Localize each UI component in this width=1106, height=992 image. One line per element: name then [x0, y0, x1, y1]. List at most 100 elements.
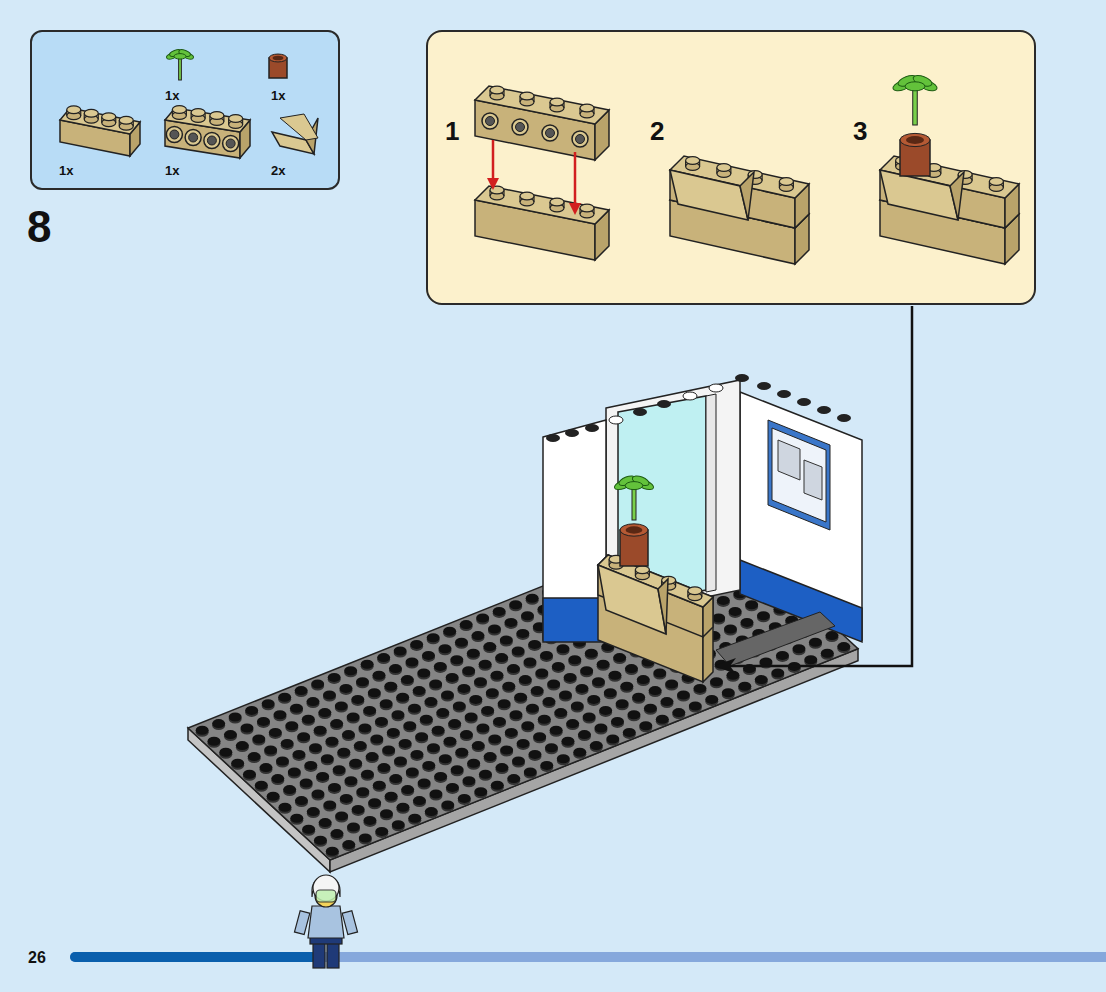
stud — [229, 115, 243, 123]
stud — [196, 726, 209, 735]
stud — [538, 715, 551, 724]
stud — [493, 607, 506, 616]
flower-pot — [626, 526, 643, 533]
part-count: 1x — [165, 164, 179, 177]
stud — [401, 675, 414, 684]
stud — [809, 638, 822, 647]
stud — [554, 708, 567, 717]
stud — [396, 693, 409, 702]
stud — [432, 726, 445, 735]
stud — [738, 682, 751, 691]
stud — [519, 675, 532, 684]
stud — [273, 710, 286, 719]
stud — [488, 735, 501, 744]
slope-face — [670, 170, 748, 220]
plant-leaf — [174, 54, 186, 60]
stud — [281, 739, 294, 748]
stud — [531, 686, 544, 695]
stud — [271, 774, 284, 783]
stud — [689, 702, 702, 711]
stud — [323, 691, 336, 700]
stud — [236, 741, 249, 750]
stud — [443, 737, 456, 746]
side-stud — [166, 127, 182, 143]
stud — [611, 717, 624, 726]
stud — [722, 688, 735, 697]
stud — [585, 649, 598, 658]
stud — [523, 658, 536, 667]
stud — [712, 614, 725, 623]
page-number: 26 — [28, 950, 46, 966]
stud — [512, 647, 525, 656]
stud — [757, 611, 770, 620]
stud — [705, 695, 718, 704]
stud — [561, 737, 574, 746]
stud — [413, 686, 426, 695]
stud — [389, 774, 402, 783]
stud — [779, 178, 793, 186]
stud — [745, 600, 758, 609]
stud — [665, 680, 678, 689]
stud — [462, 776, 475, 785]
stud — [408, 704, 421, 713]
stud — [491, 781, 504, 790]
stud — [358, 724, 371, 733]
stud — [304, 761, 317, 770]
stud — [557, 754, 570, 763]
stud — [467, 759, 480, 768]
stud — [387, 728, 400, 737]
stud — [429, 790, 442, 799]
stud — [420, 715, 433, 724]
stud — [580, 104, 594, 112]
stud — [583, 713, 596, 722]
stud — [366, 752, 379, 761]
stud — [451, 765, 464, 774]
stud — [542, 697, 555, 706]
stud — [460, 730, 473, 739]
side-stud — [546, 129, 555, 138]
stud — [245, 706, 258, 715]
stud — [410, 750, 423, 759]
stud — [620, 682, 633, 691]
stud — [493, 717, 506, 726]
stud — [328, 783, 341, 792]
stud — [262, 699, 275, 708]
stud — [347, 713, 360, 722]
stud — [363, 706, 376, 715]
stud — [290, 704, 303, 713]
stud — [434, 772, 447, 781]
stud — [616, 699, 629, 708]
stud — [425, 807, 438, 816]
stud — [580, 204, 594, 212]
stud — [391, 710, 404, 719]
stud — [377, 653, 390, 662]
stud — [653, 669, 666, 678]
stud — [552, 662, 565, 671]
stud — [314, 726, 327, 735]
stud — [989, 178, 1003, 186]
stud — [453, 702, 466, 711]
stud — [526, 594, 539, 603]
stud — [599, 706, 612, 715]
stud — [625, 664, 638, 673]
stud — [207, 737, 220, 746]
stud — [520, 192, 534, 200]
stud — [306, 697, 319, 706]
side-stud — [170, 130, 179, 139]
stud — [300, 779, 313, 788]
stud — [710, 677, 723, 686]
stud — [337, 748, 350, 757]
stud — [649, 686, 662, 695]
stud — [102, 113, 116, 121]
stud — [505, 728, 518, 737]
stud — [575, 684, 588, 693]
stud — [330, 719, 343, 728]
stud — [458, 794, 471, 803]
stud — [342, 730, 355, 739]
plant-stem — [632, 488, 636, 520]
stud — [594, 724, 607, 733]
stud — [688, 587, 702, 595]
side-stud — [223, 136, 239, 152]
stud — [495, 653, 508, 662]
side-stud — [542, 125, 558, 141]
